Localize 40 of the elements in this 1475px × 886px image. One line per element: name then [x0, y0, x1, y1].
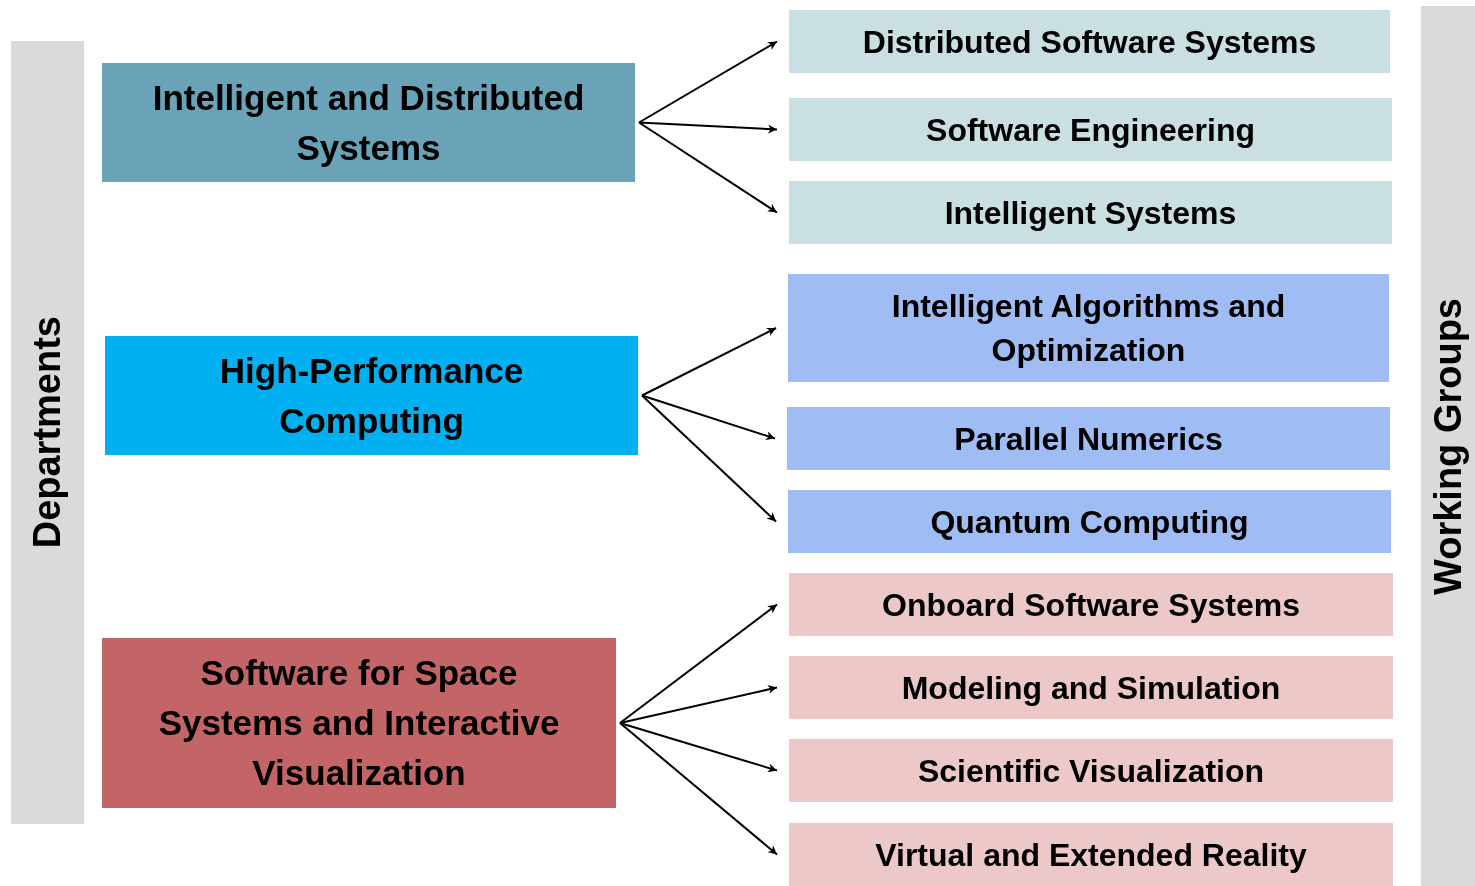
group-box — [789, 98, 1392, 161]
group-box — [789, 823, 1393, 886]
side-band — [11, 41, 84, 824]
box-label: Distributed Software Systems — [861, 22, 1318, 62]
box-label: Departments — [25, 316, 69, 549]
box-label: Intelligent Algorithms and Optimization — [890, 287, 1287, 370]
arrow — [638, 40, 778, 124]
department-box — [105, 336, 638, 455]
box-label: Intelligent and Distributed Systems — [151, 76, 586, 169]
group-box — [788, 490, 1391, 553]
group-box — [789, 10, 1390, 73]
group-box — [788, 274, 1389, 382]
box-label: Intelligent Systems — [943, 193, 1238, 233]
group-box — [789, 181, 1392, 244]
department-box — [102, 638, 616, 808]
box-label: Software Engineering — [925, 110, 1256, 150]
arrow — [619, 722, 778, 773]
group-box — [789, 573, 1393, 636]
box-label: High-Performance Computing — [218, 349, 525, 442]
box-label: Scientific Visualization — [916, 751, 1266, 791]
group-box — [787, 407, 1390, 470]
department-box — [102, 63, 635, 182]
group-box — [789, 656, 1393, 719]
arrow — [641, 327, 777, 397]
arrow — [641, 394, 776, 440]
box-label: Software for Space Systems and Interactive Visualization — [157, 652, 561, 794]
box-label: Parallel Numerics — [953, 419, 1224, 459]
box-label: Virtual and Extended Reality — [874, 835, 1308, 875]
arrow — [641, 394, 777, 523]
arrow — [638, 121, 778, 214]
box-label: Working Groups — [1425, 297, 1470, 595]
box-label: Quantum Computing — [929, 502, 1250, 542]
side-band — [1421, 6, 1475, 886]
arrow — [619, 603, 778, 724]
arrow — [619, 722, 778, 856]
box-label: Onboard Software Systems — [881, 585, 1301, 625]
arrow — [638, 121, 778, 134]
box-label: Modeling and Simulation — [900, 668, 1282, 708]
group-box — [789, 739, 1393, 802]
arrow — [619, 685, 778, 724]
